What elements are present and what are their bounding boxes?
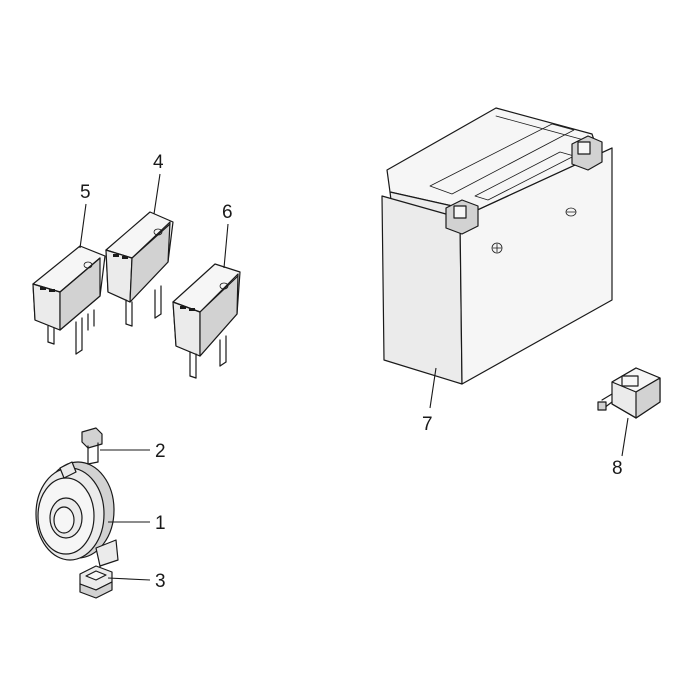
leader-6 [223,223,229,269]
relay-right [172,263,241,379]
leader-7 [429,367,437,409]
callout-relay-center: 4 [153,152,164,173]
leader-8 [621,417,629,457]
callout-horn: 1 [155,513,166,534]
leader-5 [79,203,87,249]
battery [381,107,613,385]
callout-horn-bolt: 2 [155,441,166,462]
connector [597,367,661,419]
leader-4 [153,173,161,215]
horn-nut [79,565,113,599]
callout-horn-nut: 3 [155,571,166,592]
relay-left [32,245,106,355]
relay-center [105,211,174,327]
callout-relay-left: 5 [80,182,91,203]
callout-battery: 7 [422,414,433,435]
callout-connector: 8 [612,458,623,479]
horn [35,461,119,575]
callout-relay-right: 6 [222,202,233,223]
leader-3 [107,577,151,581]
horn-bolt [81,427,103,465]
